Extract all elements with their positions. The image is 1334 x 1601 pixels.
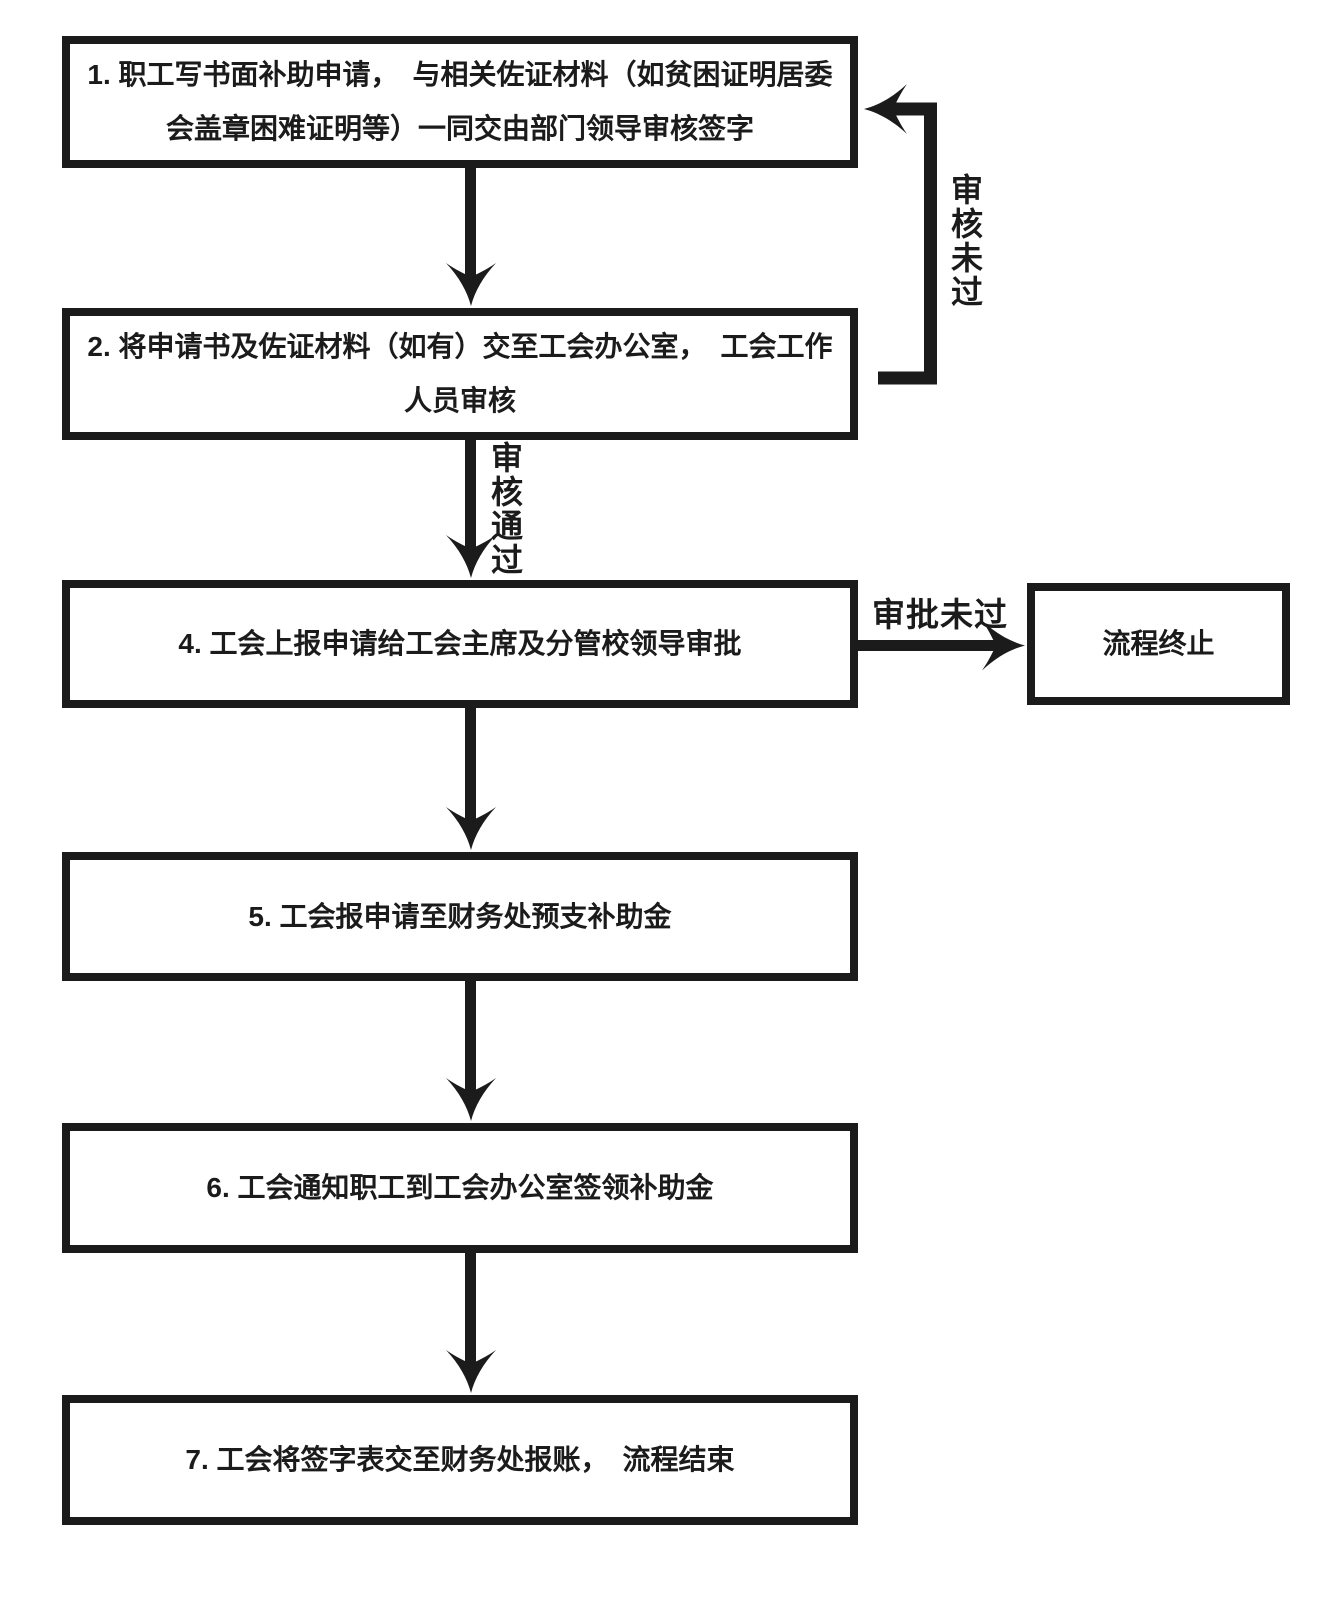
- process-step-7: 7. 工会将签字表交至财务处报账， 流程结束: [62, 1395, 858, 1525]
- connector-step4-step5: [446, 708, 496, 850]
- connector-step6-step7: [446, 1253, 496, 1393]
- terminate-box-label: 流程终止: [1102, 628, 1215, 659]
- process-step-1: 1. 职工写书面补助申请， 与相关佐证材料（如贫困证明居委 会盖章困难证明等）一…: [62, 36, 858, 168]
- arrowhead-down-icon: [446, 1350, 496, 1393]
- edge-label-approval-failed: 审批未过: [872, 596, 1008, 633]
- process-step-2-label: 2. 将申请书及佐证材料（如有）交至工会办公室， 工会工作 人员审核: [87, 331, 833, 416]
- connector-step2-step1-feedback: [864, 84, 937, 385]
- edge-label-review-failed: 审核未过: [947, 173, 983, 309]
- process-step-5: 5. 工会报申请至财务处预支补助金: [62, 852, 858, 981]
- process-step-7-label: 7. 工会将签字表交至财务处报账， 流程结束: [185, 1444, 735, 1475]
- arrowhead-down-icon: [446, 807, 496, 850]
- terminate-box: 流程终止: [1027, 583, 1290, 705]
- process-step-2: 2. 将申请书及佐证材料（如有）交至工会办公室， 工会工作 人员审核: [62, 308, 858, 440]
- process-step-1-label: 1. 职工写书面补助申请， 与相关佐证材料（如贫困证明居委 会盖章困难证明等）一…: [87, 59, 833, 144]
- connector-step1-step2: [446, 168, 496, 306]
- connector-step5-step6: [446, 981, 496, 1121]
- process-step-4: 4. 工会上报申请给工会主席及分管校领导审批: [62, 580, 858, 708]
- process-step-6-label: 6. 工会通知职工到工会办公室签领补助金: [206, 1172, 714, 1203]
- process-step-5-label: 5. 工会报申请至财务处预支补助金: [248, 900, 672, 932]
- edge-label-review-passed: 审核通过: [487, 441, 523, 577]
- arrowhead-down-icon: [446, 263, 496, 306]
- process-step-4-label: 4. 工会上报申请给工会主席及分管校领导审批: [178, 628, 742, 659]
- arrowhead-down-icon: [446, 1078, 496, 1121]
- arrowhead-left-icon: [864, 84, 907, 134]
- process-step-6: 6. 工会通知职工到工会办公室签领补助金: [62, 1123, 858, 1253]
